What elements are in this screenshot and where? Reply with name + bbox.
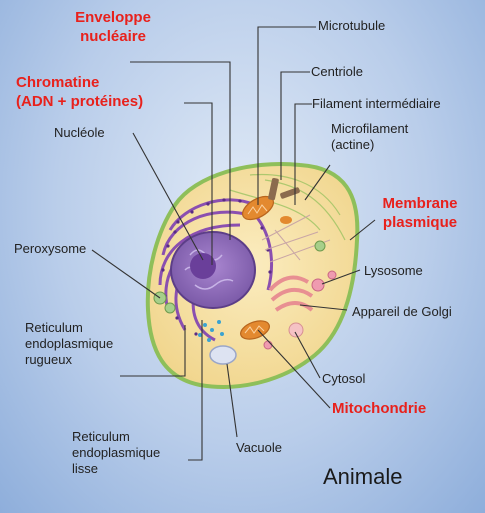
- label-chromatine: Chromatine (ADN + protéines): [16, 73, 143, 111]
- label-appareil-golgi: Appareil de Golgi: [352, 304, 452, 320]
- label-membrane-plasmique: Membrane plasmique: [370, 194, 470, 232]
- label-centriole: Centriole: [311, 64, 363, 80]
- label-microtubule: Microtubule: [318, 18, 385, 34]
- label-cytosol: Cytosol: [322, 371, 365, 387]
- label-microfilament: Microfilament (actine): [331, 121, 408, 153]
- vesicle: [315, 241, 325, 251]
- label-mitochondrie: Mitochondrie: [332, 399, 426, 418]
- diagram-title: Animale: [323, 469, 402, 485]
- label-reticulum-lisse: Reticulum endoplasmique lisse: [72, 429, 160, 477]
- label-reticulum-rugueux: Reticulum endoplasmique rugueux: [25, 320, 113, 368]
- label-peroxysome: Peroxysome: [14, 241, 86, 257]
- label-vacuole: Vacuole: [236, 440, 282, 456]
- label-nucleole: Nucléole: [54, 125, 105, 141]
- label-filament-intermediaire: Filament intermédiaire: [312, 96, 441, 112]
- label-enveloppe-nucleaire: Enveloppe nucléaire: [58, 8, 168, 46]
- label-lysosome: Lysosome: [364, 263, 423, 279]
- vacuole: [210, 346, 236, 364]
